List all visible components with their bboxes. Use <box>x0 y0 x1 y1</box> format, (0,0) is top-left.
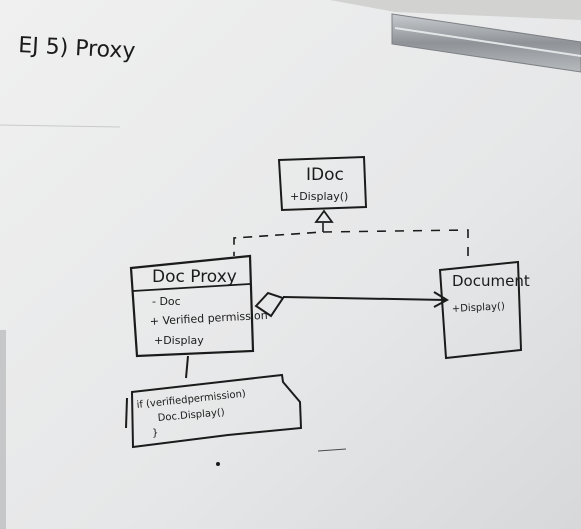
board-edge <box>0 330 6 529</box>
document-name: Document <box>452 272 530 290</box>
arrowhead-icon <box>433 291 450 308</box>
association-line <box>282 296 447 301</box>
wall <box>330 0 581 20</box>
stray-dot <box>216 462 220 466</box>
doc-proxy-divider <box>132 283 251 292</box>
idoc-interface: IDoc +Display() <box>277 155 368 223</box>
doc-proxy-member-doc: - Doc <box>152 295 181 308</box>
realization-lines <box>233 223 469 262</box>
note-line-3: } <box>152 428 158 439</box>
doc-proxy-box <box>129 254 255 358</box>
note-left-stroke <box>125 397 128 429</box>
doc-proxy-member-display: +Display <box>154 334 204 347</box>
doc-proxy-name: Doc Proxy <box>152 267 237 287</box>
dashed-to-document <box>322 229 469 262</box>
document-box <box>438 260 523 360</box>
aggregation-arrow <box>254 291 450 318</box>
document-class: Document +Display() <box>438 260 530 360</box>
idoc-member-display: +Display() <box>290 190 348 203</box>
doc-proxy-member-permission: + Verified permission <box>149 309 268 328</box>
document-member-display: +Display() <box>452 301 506 315</box>
realization-triangle-icon <box>314 209 334 223</box>
note-outline <box>130 373 303 449</box>
board-scuff <box>0 124 121 128</box>
marker-rail <box>391 13 581 73</box>
rail-highlight <box>394 27 581 57</box>
stray-mark <box>317 448 347 452</box>
idoc-name: IDoc <box>306 165 344 185</box>
board-title: EJ 5) Proxy <box>18 33 136 64</box>
doc-proxy-class: Doc Proxy - Doc + Verified permission +D… <box>129 254 268 358</box>
idoc-box <box>277 155 368 212</box>
note-connector <box>185 355 189 379</box>
dashed-to-proxy <box>233 223 324 256</box>
